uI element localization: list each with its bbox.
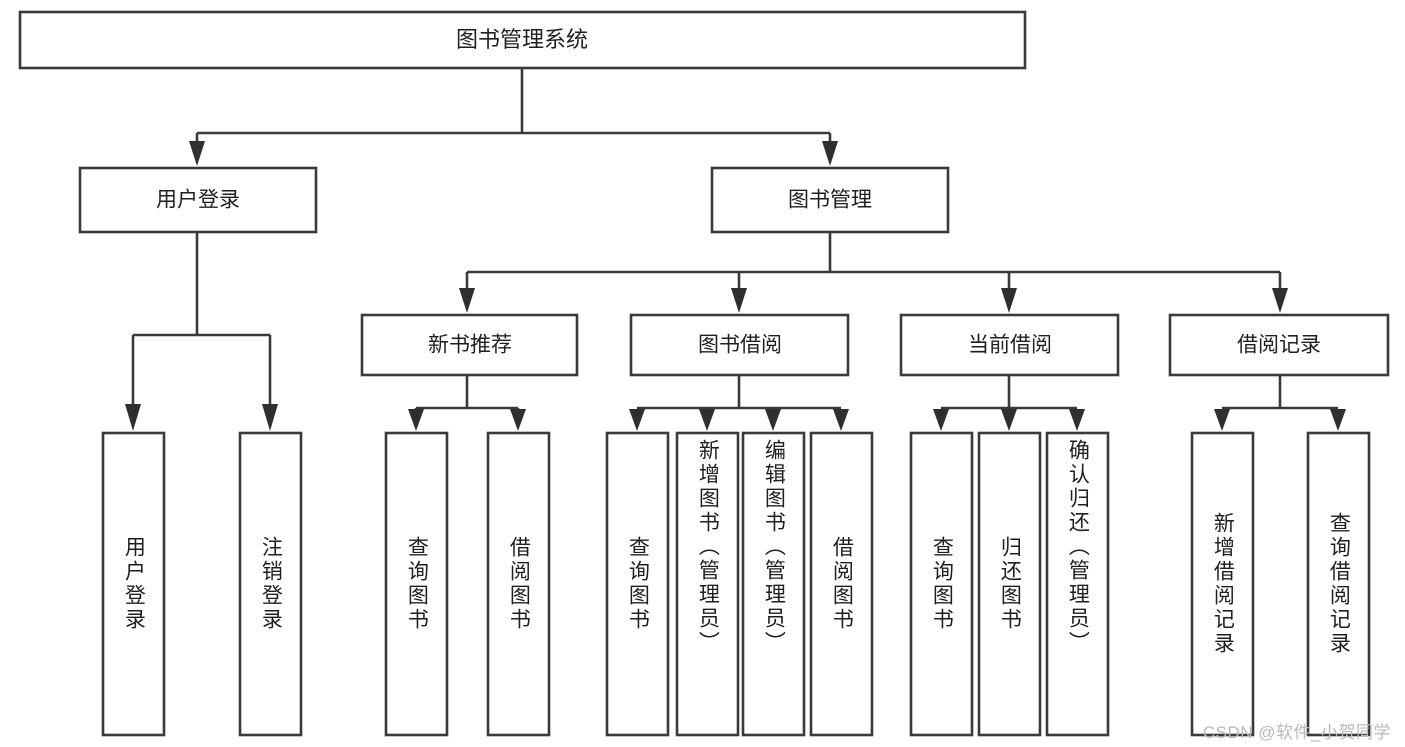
leaf-box-add-book[interactable] xyxy=(675,431,740,737)
arrow-head-leaf-query-book-3 xyxy=(933,409,949,431)
arrow-head-leaf-query-book-1 xyxy=(408,409,424,431)
arrow-head-borrow-record xyxy=(1272,288,1288,313)
arrow-head-leaf-add-book xyxy=(699,409,715,431)
node-new-book-rec-label: 新书推荐 xyxy=(428,334,512,357)
leaf-box-confirm-return[interactable] xyxy=(1045,431,1110,737)
node-current-borrow-label: 当前借阅 xyxy=(968,334,1052,357)
node-root-system-box[interactable] xyxy=(18,10,1027,70)
arrow-head-leaf-query-book-2 xyxy=(629,409,645,431)
node-book-mgmt-label: 图书管理 xyxy=(788,189,872,212)
node-new-book-rec-box[interactable] xyxy=(360,313,579,377)
node-root-system[interactable]: 图书管理系统 xyxy=(18,10,1027,70)
arrow-head-leaf-add-record xyxy=(1214,409,1230,431)
node-borrow-record-box[interactable] xyxy=(1168,313,1390,377)
leaf-box-logout[interactable] xyxy=(238,431,303,737)
leaf-box-add-record[interactable] xyxy=(1190,431,1255,737)
leaf-box-query-book-1[interactable] xyxy=(384,431,449,737)
csdn-watermark: CSDN @软件_小贺同学 xyxy=(1202,723,1391,742)
arrow-head-user-login xyxy=(189,141,205,166)
arrow-head-current-borrow xyxy=(1001,288,1017,313)
connector-group-borrow-record xyxy=(1214,375,1346,431)
arrow-head-leaf-borrow-book-1 xyxy=(510,409,526,431)
node-user-login[interactable]: 用户登录 xyxy=(78,166,318,234)
arrow-head-leaf-confirm-return xyxy=(1069,409,1085,431)
arrow-head-leaf-return-book xyxy=(1001,409,1017,431)
leaf-box-borrow-book-2[interactable] xyxy=(809,431,874,737)
arrow-head-book-borrow xyxy=(731,288,747,313)
leaf-box-group xyxy=(101,431,1371,737)
arrow-head-book-mgmt xyxy=(822,141,838,166)
connector-group-user-login xyxy=(125,232,278,431)
node-book-borrow-label: 图书借阅 xyxy=(698,334,782,357)
connector-group-current-borrow xyxy=(933,375,1085,431)
leaf-box-query-record[interactable] xyxy=(1306,431,1371,737)
node-book-mgmt[interactable]: 图书管理 xyxy=(710,166,950,234)
arrow-head-leaf-query-record xyxy=(1330,409,1346,431)
arrow-head-leaf-logout xyxy=(262,404,278,431)
arrow-head-leaf-user-login xyxy=(125,404,141,431)
arrow-head-leaf-borrow-book-2 xyxy=(833,409,849,431)
connector-group-book-borrow xyxy=(629,375,849,431)
node-current-borrow-box[interactable] xyxy=(899,313,1120,377)
leaf-box-edit-book[interactable] xyxy=(741,431,806,737)
node-book-borrow-box[interactable] xyxy=(629,313,850,377)
connector-group-root xyxy=(189,68,838,166)
node-user-login-label: 用户登录 xyxy=(156,189,240,212)
node-new-book-rec[interactable]: 新书推荐 xyxy=(360,313,579,377)
node-borrow-record-label: 借阅记录 xyxy=(1237,334,1321,357)
leaf-box-query-book-3[interactable] xyxy=(909,431,974,737)
leaf-box-borrow-book-1[interactable] xyxy=(486,431,551,737)
node-book-borrow[interactable]: 图书借阅 xyxy=(629,313,850,377)
leaf-box-return-book[interactable] xyxy=(977,431,1042,737)
node-user-login-box[interactable] xyxy=(78,166,318,234)
leaf-box-query-book-2[interactable] xyxy=(605,431,670,737)
node-borrow-record[interactable]: 借阅记录 xyxy=(1168,313,1390,377)
arrow-head-new-book-rec xyxy=(459,288,475,313)
node-root-system-label: 图书管理系统 xyxy=(456,27,588,52)
arrow-head-leaf-edit-book xyxy=(765,409,781,431)
connector-group-new-book-rec xyxy=(408,375,526,431)
node-book-mgmt-box[interactable] xyxy=(710,166,950,234)
connector-group-book-mgmt xyxy=(459,232,1288,313)
leaf-box-user-login[interactable] xyxy=(101,431,166,737)
node-current-borrow[interactable]: 当前借阅 xyxy=(899,313,1120,377)
